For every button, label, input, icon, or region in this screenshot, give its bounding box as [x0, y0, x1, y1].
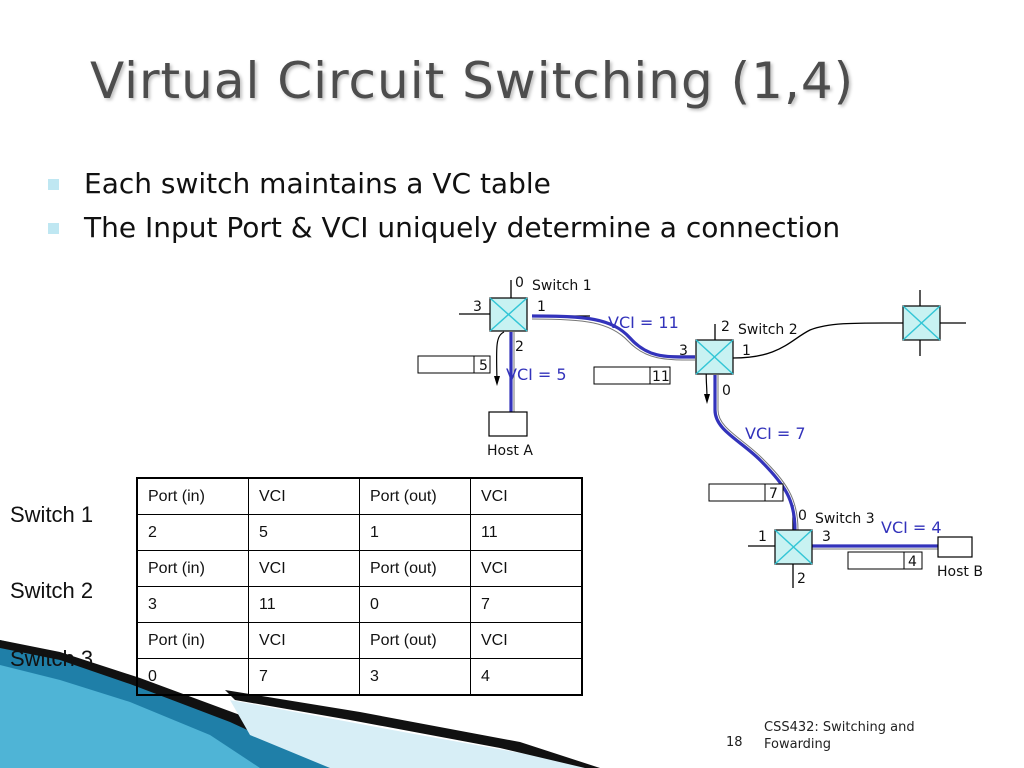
table-row: 3 11 0 7	[136, 586, 583, 623]
switch-3-label: Switch 3	[815, 511, 875, 527]
table-cell: Port (out)	[359, 622, 471, 659]
table-cell: 3	[136, 586, 249, 623]
switch-2-port-3: 3	[679, 343, 688, 359]
bullet-list: Each switch maintains a VC table The Inp…	[48, 162, 840, 250]
vci-label-11: VCI = 11	[608, 313, 679, 332]
switch-1-label: Switch 1	[532, 278, 592, 294]
table-cell: 0	[359, 586, 471, 623]
row-label-switch-2: Switch 2	[10, 578, 94, 603]
table-row: Port (in) VCI Port (out) VCI	[136, 622, 583, 659]
vci-label-5: VCI = 5	[506, 365, 567, 384]
table-cell: VCI	[248, 622, 360, 659]
table-row: 0 7 3 4	[136, 658, 583, 696]
packet-11-label: 11	[652, 369, 670, 385]
bullet-square-icon	[48, 223, 59, 234]
packet-5-label: 5	[479, 358, 488, 374]
packet-vci-7	[708, 483, 784, 502]
packet-vci-4	[847, 551, 923, 570]
table-cell: 4	[470, 658, 583, 696]
vc-table: Port (in) VCI Port (out) VCI 2 5 1 11 Po…	[136, 477, 583, 696]
switch-2-port-1: 1	[742, 343, 751, 359]
table-cell: VCI	[470, 550, 583, 587]
table-cell: 7	[248, 658, 360, 696]
switch-1-port-2: 2	[515, 339, 524, 355]
switch-3-port-3: 3	[822, 529, 831, 545]
switch-1	[489, 297, 528, 332]
table-cell: 7	[470, 586, 583, 623]
table-row: Port (in) VCI Port (out) VCI	[136, 550, 583, 587]
row-label-switch-1: Switch 1	[10, 502, 94, 527]
table-row: 2 5 1 11	[136, 514, 583, 551]
host-b-box	[937, 536, 973, 558]
switch-2-port-2: 2	[721, 319, 730, 335]
table-cell: VCI	[470, 477, 583, 515]
footer-line-2: Fowarding	[764, 737, 832, 752]
vc-path	[509, 314, 942, 548]
footer-line-1: CSS432: Switching and	[764, 720, 915, 735]
packet-7-label: 7	[769, 486, 778, 502]
table-cell: Port (in)	[136, 622, 249, 659]
table-cell: 11	[470, 514, 583, 551]
table-cell: 2	[136, 514, 249, 551]
table-cell: Port (out)	[359, 550, 471, 587]
table-cell: 3	[359, 658, 471, 696]
switch-2-port-0: 0	[722, 383, 731, 399]
switch-3-port-0: 0	[798, 508, 807, 524]
vci-label-7: VCI = 7	[745, 424, 806, 443]
switch-3	[774, 529, 813, 565]
host-a-label: Host A	[487, 443, 533, 459]
switch-1-port-3: 3	[473, 299, 482, 315]
bullet-square-icon	[48, 179, 59, 190]
table-cell: VCI	[248, 477, 360, 515]
table-cell: 11	[248, 586, 360, 623]
table-cell: Port (in)	[136, 550, 249, 587]
vci-label-4: VCI = 4	[881, 518, 942, 537]
packet-4-label: 4	[908, 554, 917, 570]
switch-3-port-1: 1	[758, 529, 767, 545]
packet-vci-11	[593, 366, 671, 385]
table-cell: Port (out)	[359, 477, 471, 515]
switch-unlabeled	[902, 305, 941, 341]
table-cell: 1	[359, 514, 471, 551]
switch-2	[695, 339, 734, 375]
host-a-box	[488, 411, 528, 437]
host-b-label: Host B	[937, 564, 983, 580]
table-cell: VCI	[248, 550, 360, 587]
footer-text: CSS432: Switching and Fowarding	[764, 719, 915, 753]
table-cell: Port (in)	[136, 477, 249, 515]
slide-title: Virtual Circuit Switching (1,4)	[90, 52, 855, 110]
table-cell: VCI	[470, 622, 583, 659]
switch-2-label: Switch 2	[738, 322, 798, 338]
packet-vci-5	[417, 355, 491, 374]
page-number: 18	[726, 735, 743, 750]
table-cell: 0	[136, 658, 249, 696]
bullet-item: Each switch maintains a VC table	[48, 162, 840, 206]
table-cell: 5	[248, 514, 360, 551]
bullet-item: The Input Port & VCI uniquely determine …	[48, 206, 840, 250]
row-label-switch-3: Switch 3	[10, 646, 94, 671]
switch-3-port-2: 2	[797, 571, 806, 587]
table-row: Port (in) VCI Port (out) VCI	[136, 477, 583, 515]
switch-1-port-1: 1	[537, 299, 546, 315]
switch-1-port-0: 0	[515, 275, 524, 291]
